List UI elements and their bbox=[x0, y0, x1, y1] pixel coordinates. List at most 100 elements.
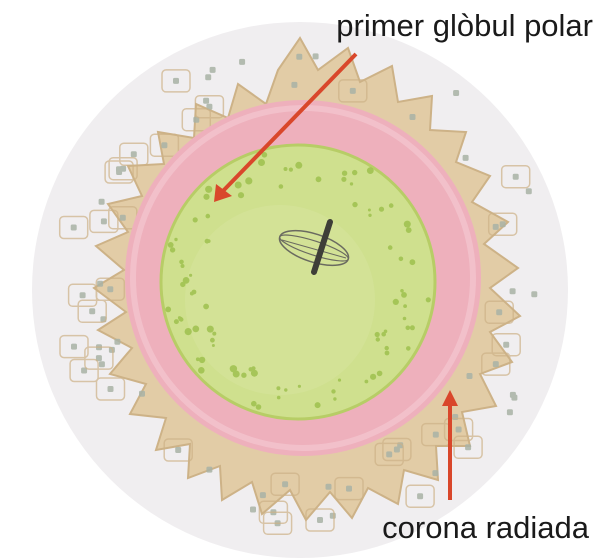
corona-cell-nucleus bbox=[99, 361, 105, 367]
cytoplasm-granule bbox=[235, 182, 242, 189]
cytoplasm-granule bbox=[384, 330, 388, 334]
cytoplasm-granule bbox=[249, 367, 253, 371]
corona-cell-nucleus bbox=[99, 199, 105, 205]
corona-cell-nucleus bbox=[139, 391, 145, 397]
cytoplasm-granule bbox=[170, 247, 175, 252]
cytoplasm-granule bbox=[352, 202, 357, 207]
cytoplasm-granule bbox=[168, 242, 174, 248]
corona-cell-nucleus bbox=[89, 308, 95, 314]
cytoplasm-granule bbox=[179, 260, 184, 265]
corona-cell-nucleus bbox=[71, 344, 77, 350]
corona-cell-nucleus bbox=[526, 188, 532, 194]
cytoplasm-granule bbox=[198, 367, 205, 374]
cytoplasm-granule bbox=[203, 304, 209, 310]
cytoplasm-granule bbox=[245, 177, 252, 184]
cytoplasm-granule bbox=[193, 217, 198, 222]
corona-cell-nucleus bbox=[205, 74, 211, 80]
corona-cell-nucleus bbox=[410, 114, 416, 120]
cytoplasm-granule bbox=[401, 292, 407, 298]
corona-cell-nucleus bbox=[250, 507, 256, 513]
corona-cell-nucleus bbox=[108, 386, 114, 392]
cytoplasm-center bbox=[185, 205, 375, 395]
corona-cell-nucleus bbox=[513, 174, 519, 180]
corona-cell-nucleus bbox=[467, 373, 473, 379]
corona-cell-nucleus bbox=[433, 432, 439, 438]
cytoplasm-granule bbox=[179, 317, 183, 321]
polar-body-label: primer glòbul polar bbox=[336, 10, 593, 41]
cytoplasm-granule bbox=[426, 297, 431, 302]
cytoplasm-granule bbox=[212, 344, 215, 347]
cytoplasm-granule bbox=[295, 162, 302, 169]
cytoplasm-granule bbox=[230, 365, 237, 372]
cytoplasm-granule bbox=[399, 257, 404, 262]
cytoplasm-granule bbox=[298, 385, 301, 388]
corona-cell-nucleus bbox=[507, 409, 513, 415]
cytoplasm-granule bbox=[376, 337, 380, 341]
corona-cell-nucleus bbox=[465, 444, 471, 450]
cytoplasm-granule bbox=[403, 317, 407, 321]
corona-cell-nucleus bbox=[131, 151, 137, 157]
corona-cell-nucleus bbox=[296, 54, 302, 60]
corona-cell-nucleus bbox=[456, 427, 462, 433]
corona-cell-nucleus bbox=[291, 82, 297, 88]
cytoplasm-granule bbox=[365, 380, 369, 384]
corona-cell-nucleus bbox=[463, 155, 469, 161]
cytoplasm-granule bbox=[406, 346, 411, 351]
cytoplasm-granule bbox=[331, 389, 335, 393]
corona-cell-nucleus bbox=[313, 53, 319, 59]
cytoplasm-granule bbox=[342, 171, 347, 176]
corona-cell-nucleus bbox=[203, 98, 209, 104]
cytoplasm-granule bbox=[192, 326, 199, 333]
cytoplasm-granule bbox=[174, 319, 179, 324]
corona-cell-nucleus bbox=[503, 342, 509, 348]
cytoplasm-granule bbox=[368, 209, 371, 212]
cytoplasm-granule bbox=[385, 346, 389, 350]
corona-cell-nucleus bbox=[175, 447, 181, 453]
cytoplasm-granule bbox=[210, 338, 215, 343]
cytoplasm-granule bbox=[205, 186, 212, 193]
cytoplasm-granule bbox=[404, 221, 411, 228]
corona-cell-nucleus bbox=[511, 395, 517, 401]
cytoplasm-granule bbox=[212, 332, 216, 336]
cytoplasm-granule bbox=[410, 259, 416, 265]
cytoplasm-granule bbox=[241, 373, 246, 378]
cytoplasm-granule bbox=[368, 214, 371, 217]
cytoplasm-granule bbox=[379, 207, 384, 212]
cytoplasm-granule bbox=[284, 167, 288, 171]
cytoplasm-granule bbox=[238, 192, 244, 198]
corona-cell-nucleus bbox=[120, 215, 126, 221]
cytoplasm-granule bbox=[350, 182, 353, 185]
corona-cell-nucleus bbox=[97, 281, 103, 287]
corona-cell-nucleus bbox=[496, 309, 502, 315]
cytoplasm-granule bbox=[370, 374, 376, 380]
cytoplasm-granule bbox=[185, 328, 192, 335]
corona-cell-nucleus bbox=[493, 224, 499, 230]
corona-cell-nucleus bbox=[317, 517, 323, 523]
cytoplasm-granule bbox=[375, 332, 380, 337]
corona-cell-nucleus bbox=[417, 493, 423, 499]
corona-cell-nucleus bbox=[173, 78, 179, 84]
cytoplasm-granule bbox=[276, 386, 280, 390]
cytoplasm-granule bbox=[174, 238, 177, 241]
corona-cell-nucleus bbox=[107, 286, 113, 292]
cytoplasm-granule bbox=[333, 397, 336, 400]
corona-cell-nucleus bbox=[500, 221, 506, 227]
cytoplasm-granule bbox=[406, 227, 412, 233]
cytoplasm-granule bbox=[165, 307, 171, 313]
cytoplasm-granule bbox=[377, 371, 383, 377]
cytoplasm-granule bbox=[277, 396, 281, 400]
cytoplasm-granule bbox=[388, 245, 393, 250]
cytoplasm-granule bbox=[205, 239, 210, 244]
cytoplasm-granule bbox=[341, 177, 346, 182]
corona-cell-nucleus bbox=[161, 142, 167, 148]
corona-cell-nucleus bbox=[80, 292, 86, 298]
corona-cell-nucleus bbox=[114, 339, 120, 345]
corona-cell-nucleus bbox=[116, 166, 122, 172]
corona-cell-nucleus bbox=[531, 291, 537, 297]
cytoplasm-granule bbox=[207, 326, 214, 333]
corona-cell-nucleus bbox=[326, 484, 332, 490]
corona-cell-nucleus bbox=[101, 218, 107, 224]
cytoplasm-granule bbox=[196, 357, 200, 361]
corona-cell-nucleus bbox=[386, 451, 392, 457]
